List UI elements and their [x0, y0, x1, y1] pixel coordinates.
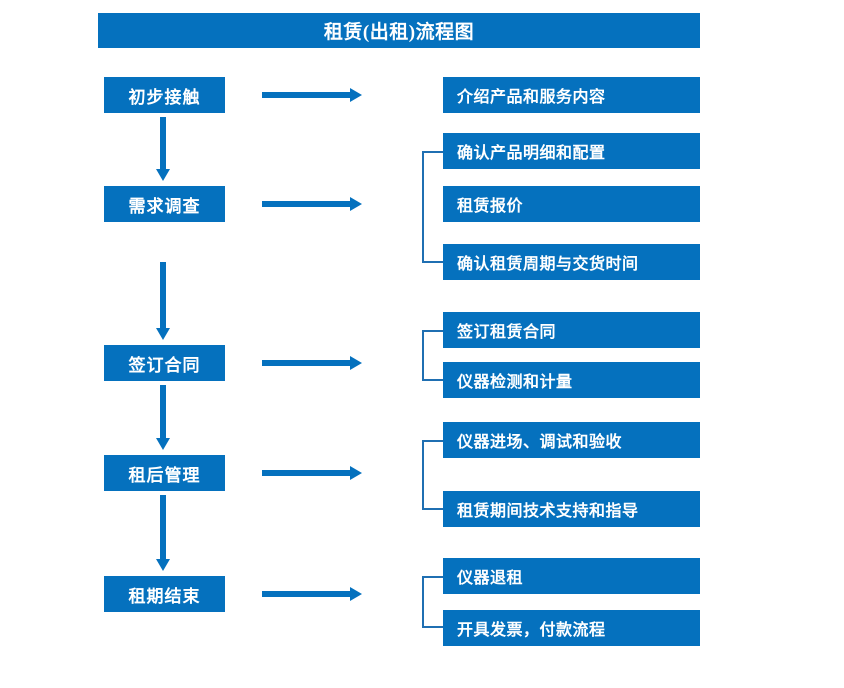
bracket-connector-icon: [418, 440, 444, 510]
bracket-connector-icon: [418, 576, 444, 628]
detail-box-confirm-product-details[interactable]: 确认产品明细和配置: [443, 133, 700, 169]
stage-box-requirement-survey[interactable]: 需求调查: [104, 186, 225, 222]
down-arrow-icon: [155, 117, 171, 181]
right-arrow-icon: [262, 196, 362, 212]
right-arrow-icon: [262, 355, 362, 371]
detail-box-confirm-lease-period[interactable]: 确认租赁周期与交货时间: [443, 244, 700, 280]
stage-box-lease-end[interactable]: 租期结束: [104, 576, 225, 612]
down-arrow-icon: [155, 495, 171, 571]
detail-box-instrument-entry-commissioning[interactable]: 仪器进场、调试和验收: [443, 422, 700, 458]
detail-box-instrument-return[interactable]: 仪器退租: [443, 558, 700, 594]
stage-box-sign-contract[interactable]: 签订合同: [104, 345, 225, 381]
right-arrow-icon: [262, 465, 362, 481]
page-title: 租赁(出租)流程图: [98, 13, 700, 48]
detail-box-sign-lease-agreement[interactable]: 签订租赁合同: [443, 312, 700, 348]
right-arrow-icon: [262, 87, 362, 103]
down-arrow-icon: [155, 385, 171, 450]
detail-box-instrument-inspection[interactable]: 仪器检测和计量: [443, 362, 700, 398]
detail-box-rental-quote[interactable]: 租赁报价: [443, 186, 700, 222]
detail-box-introduce-products[interactable]: 介绍产品和服务内容: [443, 77, 700, 113]
bracket-connector-icon: [418, 151, 444, 263]
down-arrow-icon: [155, 262, 171, 340]
right-arrow-icon: [262, 586, 362, 602]
detail-box-technical-support[interactable]: 租赁期间技术支持和指导: [443, 491, 700, 527]
detail-box-invoice-payment[interactable]: 开具发票，付款流程: [443, 610, 700, 646]
stage-box-post-rental-management[interactable]: 租后管理: [104, 455, 225, 491]
stage-box-initial-contact[interactable]: 初步接触: [104, 77, 225, 113]
bracket-connector-icon: [418, 330, 444, 381]
